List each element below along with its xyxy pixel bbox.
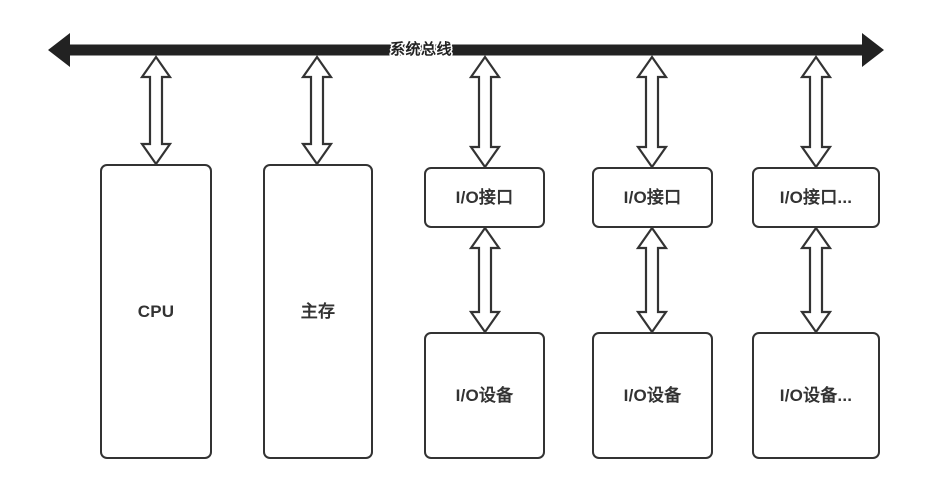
node-label-io-interface-3: I/O接口... xyxy=(779,188,853,207)
system-bus-layer xyxy=(48,33,884,67)
node-label-io-device-2: I/O设备 xyxy=(623,386,682,405)
node-io-interface-1[interactable]: I/O接口 xyxy=(424,167,545,228)
node-label-io-device-3: I/O设备... xyxy=(779,386,853,405)
node-io-interface-2[interactable]: I/O接口 xyxy=(592,167,713,228)
connector-bus-to-io-interface-1 xyxy=(468,55,502,169)
node-label-io-interface-1: I/O接口 xyxy=(455,188,514,207)
node-label-io-device-1: I/O设备 xyxy=(455,386,514,405)
node-io-device-2[interactable]: I/O设备 xyxy=(592,332,713,459)
node-main-memory[interactable]: 主存 xyxy=(263,164,373,459)
connector-io-interface-2-to-io-device-2 xyxy=(635,226,669,334)
connector-bus-to-io-interface-2 xyxy=(635,55,669,169)
node-io-interface-3[interactable]: I/O接口... xyxy=(752,167,880,228)
node-io-device-1[interactable]: I/O设备 xyxy=(424,332,545,459)
connector-io-interface-1-to-io-device-1 xyxy=(468,226,502,334)
connector-io-interface-3-to-io-device-3 xyxy=(799,226,833,334)
connector-bus-to-main-memory xyxy=(300,55,334,166)
connector-bus-to-io-interface-3 xyxy=(799,55,833,169)
node-io-device-3[interactable]: I/O设备... xyxy=(752,332,880,459)
node-label-main-memory: 主存 xyxy=(300,302,336,321)
node-label-cpu: CPU xyxy=(137,302,175,321)
node-label-io-interface-2: I/O接口 xyxy=(623,188,682,207)
system-bus-arrow xyxy=(48,33,884,67)
system-bus-label: 系统总线 xyxy=(390,41,453,58)
node-cpu[interactable]: CPU xyxy=(100,164,212,459)
connector-bus-to-cpu xyxy=(139,55,173,166)
